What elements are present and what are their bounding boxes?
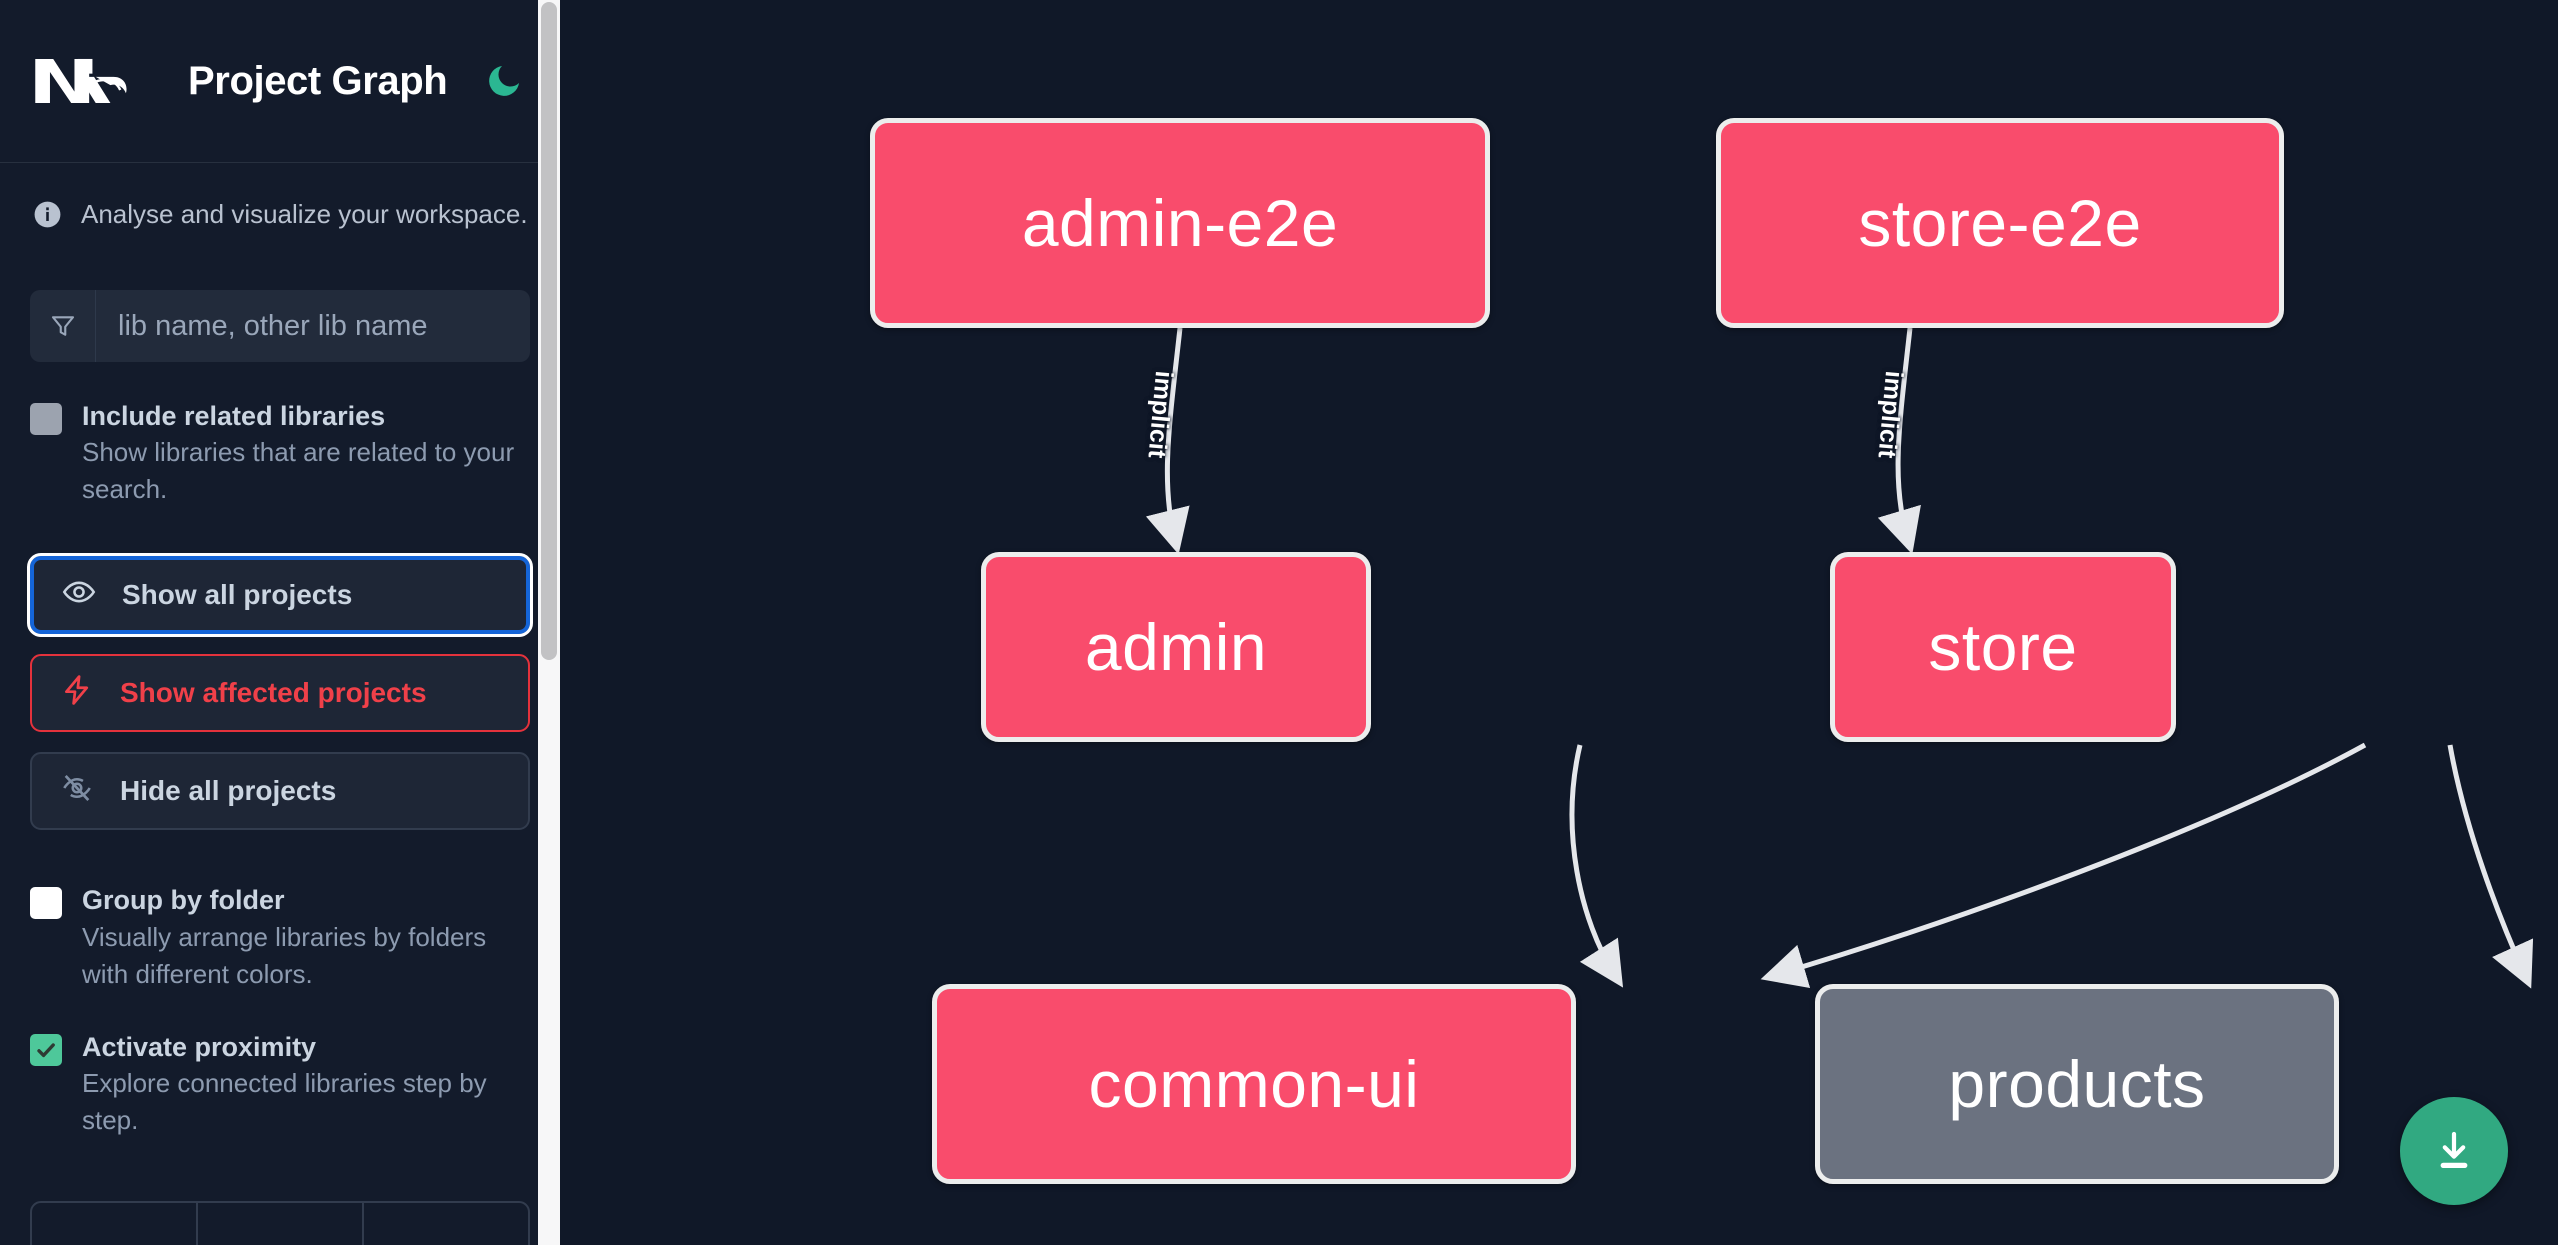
checkbox-activate-proximity[interactable]: Activate proximity Explore connected lib… (0, 1029, 560, 1139)
tagline-row: Analyse and visualize your workspace. (0, 163, 560, 230)
show-affected-projects-button[interactable]: Show affected projects (30, 654, 530, 733)
node-store[interactable]: store (1830, 552, 2176, 742)
sidebar-scrollbar-thumb[interactable] (541, 2, 557, 660)
checkbox-description: Visually arrange libraries by folders wi… (82, 921, 487, 989)
edge-store-products (2447, 744, 2534, 989)
action-button-group: Show all projects Show affected projects (0, 553, 560, 831)
check-icon (37, 1042, 55, 1057)
node-label: common-ui (1088, 1047, 1420, 1121)
segment-2[interactable] (198, 1203, 364, 1245)
download-image-button[interactable] (2400, 1097, 2508, 1205)
graph-edges (1145, 327, 2534, 989)
node-label: products (1948, 1047, 2206, 1121)
edge-admin-common-ui (1569, 744, 1624, 988)
eye-icon (62, 575, 96, 616)
graph-canvas[interactable]: admin-e2e store-e2e admin store common-u… (560, 0, 2558, 1245)
node-label: admin (1084, 610, 1268, 684)
display-mode-segmented-control[interactable] (30, 1201, 530, 1245)
sidebar-scrollbar[interactable] (538, 0, 560, 1245)
node-common-ui[interactable]: common-ui (932, 984, 1576, 1184)
info-icon (32, 199, 63, 230)
node-label: store-e2e (1858, 186, 2142, 260)
nx-logo-icon (32, 52, 130, 110)
segment-3[interactable] (364, 1203, 528, 1245)
edge-store-common-ui (1760, 742, 2367, 989)
segment-1[interactable] (32, 1203, 198, 1245)
node-label: store (1928, 610, 2078, 684)
tagline-text: Analyse and visualize your workspace. (81, 199, 528, 229)
checkbox-description: Explore connected libraries step by step… (82, 1067, 487, 1135)
checkbox-box[interactable] (30, 887, 62, 920)
node-admin-e2e[interactable]: admin-e2e (870, 118, 1490, 328)
sidebar-header: Project Graph (0, 0, 560, 163)
node-label: admin-e2e (1021, 186, 1339, 260)
edge-admin-e2e-admin (1145, 327, 1190, 555)
eye-off-icon (60, 771, 94, 812)
checkbox-label: Include related libraries (82, 401, 386, 431)
lightning-icon (60, 673, 94, 714)
edge-store-e2e-store (1877, 327, 1921, 555)
checkbox-box[interactable] (30, 403, 62, 435)
download-icon (2440, 1131, 2468, 1168)
button-label: Hide all projects (120, 775, 337, 807)
funnel-icon (30, 290, 96, 362)
hide-all-projects-button[interactable]: Hide all projects (30, 752, 530, 831)
button-label: Show affected projects (120, 677, 427, 709)
search-input[interactable] (96, 290, 530, 362)
node-products[interactable]: products (1815, 984, 2339, 1184)
checkbox-include-related-libraries[interactable]: Include related libraries Show libraries… (0, 398, 560, 508)
filter-bar[interactable] (30, 290, 530, 362)
page-title: Project Graph (188, 58, 448, 103)
sidebar: Project Graph Analyse and visualize your… (0, 0, 560, 1245)
button-label: Show all projects (122, 579, 353, 611)
moon-icon[interactable] (481, 58, 527, 104)
show-all-projects-button[interactable]: Show all projects (27, 553, 533, 638)
node-admin[interactable]: admin (981, 552, 1371, 742)
checkbox-label: Group by folder (82, 885, 285, 916)
checkbox-description: Show libraries that are related to your … (82, 437, 515, 505)
checkbox-group-by-folder[interactable]: Group by folder Visually arrange librari… (0, 882, 560, 992)
node-store-e2e[interactable]: store-e2e (1716, 118, 2284, 328)
checkbox-label: Activate proximity (82, 1031, 317, 1062)
checkbox-box[interactable] (30, 1033, 62, 1066)
